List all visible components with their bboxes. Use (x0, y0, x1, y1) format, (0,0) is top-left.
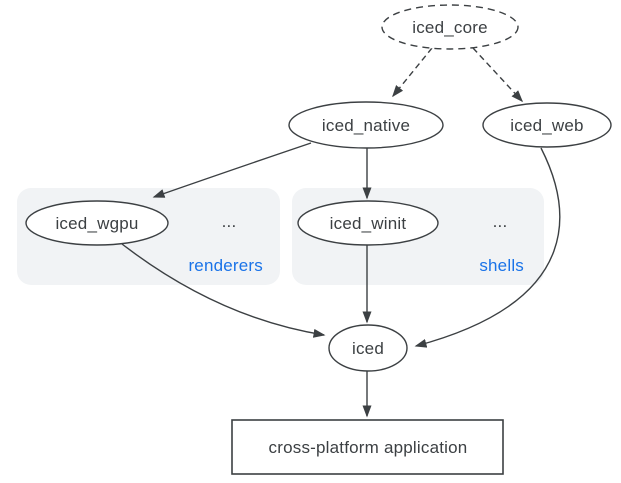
renderers-ellipsis: ... (222, 212, 237, 231)
edge-iced-core-to-iced-web (472, 47, 524, 103)
node-iced-native-shape (288, 101, 444, 149)
node-iced-core-label: iced_core (412, 18, 488, 37)
edge-iced-native-to-iced-wgpu (152, 142, 312, 198)
edge-iced-wgpu-to-iced (121, 243, 326, 338)
node-iced-web-label: iced_web (510, 116, 583, 135)
shells-ellipsis: ... (493, 212, 508, 231)
shells-group-label: shells (479, 256, 524, 275)
node-iced-wgpu-shape (25, 200, 169, 246)
node-iced-core-shape (381, 4, 519, 50)
renderers-group-label: renderers (188, 256, 263, 275)
node-application-label: cross-platform application (269, 438, 468, 457)
node-iced-wgpu-label: iced_wgpu (55, 214, 138, 233)
edge-iced-core-to-iced-native (392, 47, 433, 98)
node-application-box (231, 419, 504, 475)
node-iced-winit-shape (297, 200, 439, 246)
edge-iced-web-to-iced (414, 147, 561, 348)
node-iced-winit-label: iced_winit (330, 214, 407, 233)
node-iced-label: iced (352, 339, 384, 358)
node-iced-native-label: iced_native (322, 116, 410, 135)
node-iced-web-shape (482, 102, 612, 148)
node-iced-shape (328, 324, 408, 372)
